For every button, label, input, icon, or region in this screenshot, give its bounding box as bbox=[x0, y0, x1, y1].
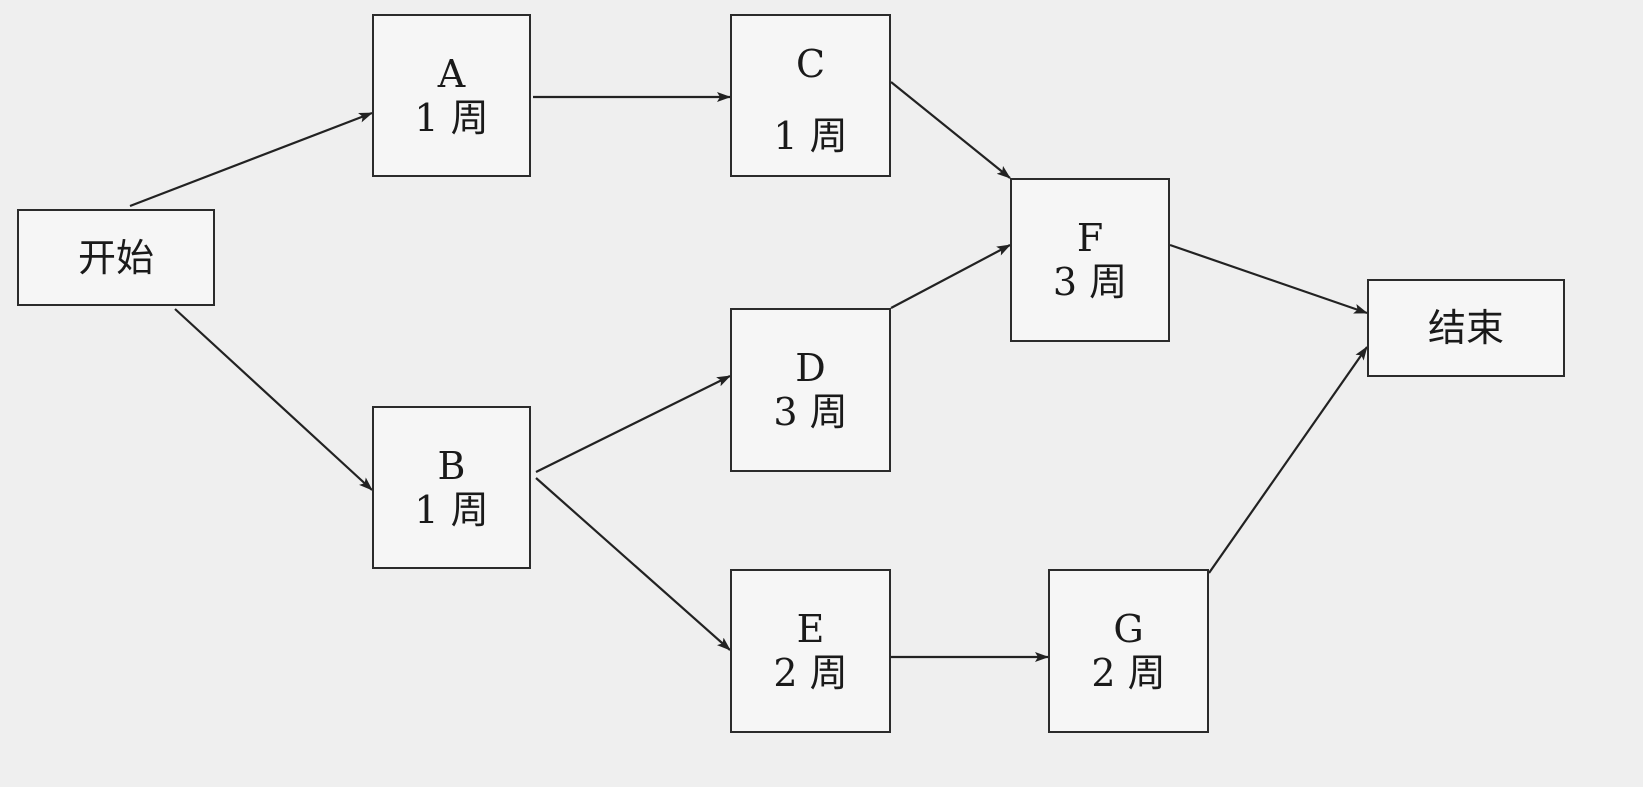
edge-start-to-b bbox=[174, 308, 373, 491]
node-a-duration: 1 周 bbox=[414, 95, 489, 140]
node-b-duration: 1 周 bbox=[414, 487, 489, 532]
node-f-letter: F bbox=[1076, 216, 1104, 260]
edge-g-to-end bbox=[1208, 346, 1368, 574]
node-g-letter: G bbox=[1113, 607, 1144, 651]
edge-d-to-f bbox=[890, 244, 1011, 309]
node-b: B 1 周 bbox=[372, 406, 531, 569]
node-f-duration: 3 周 bbox=[1052, 260, 1128, 304]
edge-f-to-end bbox=[1169, 243, 1368, 315]
node-c: C 1 周 bbox=[730, 14, 891, 177]
node-start-label: 开始 bbox=[77, 235, 154, 280]
node-start: 开始 bbox=[17, 209, 215, 306]
node-d-duration: 3 周 bbox=[773, 390, 848, 434]
node-b-letter: B bbox=[437, 443, 466, 488]
node-c-letter: C bbox=[795, 42, 826, 86]
node-e-letter: E bbox=[796, 607, 825, 651]
node-end-label: 结束 bbox=[1427, 306, 1504, 350]
node-c-duration: 1 周 bbox=[773, 114, 848, 158]
node-a: A 1 周 bbox=[372, 14, 531, 177]
node-d-letter: D bbox=[795, 346, 826, 390]
node-g: G 2 周 bbox=[1048, 569, 1209, 733]
node-f: F 3 周 bbox=[1010, 178, 1170, 342]
node-e-duration: 2 周 bbox=[773, 651, 848, 695]
edge-start-to-a bbox=[129, 111, 373, 208]
edge-b-to-d bbox=[535, 375, 731, 473]
edge-c-to-f bbox=[890, 81, 1011, 179]
node-a-letter: A bbox=[437, 51, 466, 96]
node-g-duration: 2 周 bbox=[1091, 651, 1166, 695]
edge-b-to-e bbox=[535, 477, 731, 651]
node-d: D 3 周 bbox=[730, 308, 891, 472]
node-end: 结束 bbox=[1367, 279, 1565, 377]
node-e: E 2 周 bbox=[730, 569, 891, 733]
